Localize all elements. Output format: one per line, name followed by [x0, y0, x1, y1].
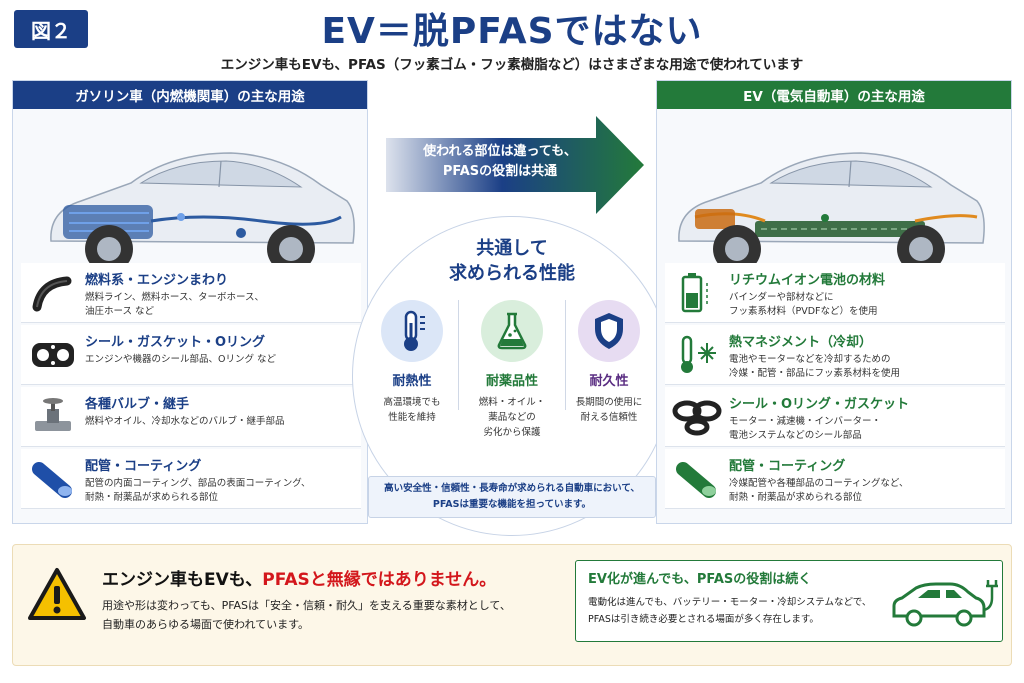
center-title-line: 共通して: [476, 238, 548, 259]
property-desc: 薬品などの: [488, 412, 536, 423]
usage-desc: 冷媒配管や各種部品のコーティングなど、: [729, 478, 909, 489]
usage-desc: エンジンや機器のシール部品、Oリング など: [85, 354, 276, 365]
property-desc: 劣化から保護: [483, 427, 541, 438]
usage-title: シール・ガスケット・Oリング: [85, 335, 266, 350]
list-item: シール・ガスケット・Oリング エンジンや機器のシール部品、Oリング など: [21, 325, 361, 385]
o-ring-icon: [672, 400, 722, 436]
list-item: 燃料系・エンジンまわり 燃料ライン、燃料ホース、ターボホース、 油圧ホース など: [21, 263, 361, 323]
figure-badge: 図２: [14, 10, 88, 48]
property-desc: 長期間の使用に: [575, 397, 643, 408]
usage-title: 配管・コーティング: [729, 459, 846, 474]
usage-desc: モーター・減速機・インバーター・: [729, 416, 882, 427]
list-item: 熱マネジメント（冷却） 電池やモーターなどを冷却するための 冷媒・配管・部品にフ…: [665, 325, 1005, 385]
list-item: 各種バルブ・継手 燃料やオイル、冷却水などのバルブ・継手部品: [21, 387, 361, 447]
arrow-label-line: PFASの役割は共通: [442, 164, 558, 179]
thermometer-snowflake-icon: [681, 335, 716, 373]
ev-role-box: [575, 560, 1003, 642]
list-item: シール・Oリング・ガスケット モーター・減速機・インバーター・ 電池システムなど…: [665, 387, 1005, 447]
usage-desc: 燃料ライン、燃料ホース、ターボホース、: [85, 292, 264, 303]
usage-desc: 冷媒・配管・部品にフッ素系材料を使用: [729, 368, 901, 379]
property-label: 耐薬品性: [485, 374, 538, 389]
hose-icon: [32, 276, 72, 312]
usage-title: 燃料系・エンジンまわり: [85, 273, 229, 288]
flask-icon: [497, 312, 527, 350]
arrow-icon: [386, 116, 644, 214]
center-title-line: 求められる性能: [449, 263, 575, 284]
usage-title: リチウムイオン電池の材料: [729, 273, 886, 288]
car-cutaway-icon: [31, 152, 355, 289]
ev-role-line: 電動化は進んでも、バッテリー・モーター・冷却システムなどで、: [588, 597, 872, 608]
gasoline-panel-title: ガソリン車（内燃機関車）の主な用途: [13, 81, 367, 109]
battery-icon: [681, 273, 708, 313]
usage-desc: 配管の内面コーティング、部品の表面コーティング、: [85, 478, 311, 489]
warning-icon: [28, 568, 86, 620]
conclusion-body: 用途や形は変わっても、PFASは「安全・信頼・耐久」を支える重要な素材として、 …: [102, 596, 511, 634]
list-item: 配管・コーティング 配管の内面コーティング、部品の表面コーティング、 耐熱・耐薬…: [21, 449, 361, 509]
property-label: 耐久性: [589, 374, 629, 389]
gasket-icon: [32, 343, 74, 367]
property-desc: 性能を維持: [388, 412, 436, 423]
pipe-icon: [32, 462, 72, 498]
usage-desc: バインダーや部材などに: [729, 292, 834, 303]
property-desc: 高温環境でも: [383, 397, 441, 408]
common-performance-title: 共通して 求められる性能: [400, 236, 624, 286]
gasoline-car-illustration: [21, 113, 361, 293]
pipe-icon: [676, 462, 716, 498]
ev-car-plug-icon: [892, 580, 998, 627]
conclusion-title-highlight: PFASと無縁ではありません。: [262, 570, 497, 590]
ev-role-line: PFASは引き続き必要とされる場面が多く存在します。: [588, 614, 819, 625]
property-durability: 耐久性 長期間の使用に 耐える信頼性: [562, 300, 656, 425]
usage-title: 各種バルブ・継手: [85, 397, 190, 412]
property-desc: 燃料・オイル・: [478, 397, 546, 408]
usage-desc: 油圧ホース など: [85, 306, 155, 317]
usage-desc: 電池やモーターなどを冷却するための: [729, 354, 891, 365]
usage-title: シール・Oリング・ガスケット: [729, 397, 910, 412]
shield-icon: [595, 313, 623, 349]
ev-panel: EV（電気自動車）の主な用途 リチウムイオン電池の材料 バインダーや部材などに …: [656, 80, 1012, 524]
gasoline-car-panel: ガソリン車（内燃機関車）の主な用途 燃料系・エンジンまわり 燃料ライン、燃料ホー…: [12, 80, 368, 524]
usage-desc: 耐熱・耐薬品が求められる部位: [85, 492, 219, 503]
usage-desc: 燃料やオイル、冷却水などのバルブ・継手部品: [85, 416, 285, 427]
property-desc: 耐える信頼性: [580, 412, 638, 423]
conclusion-line: 用途や形は変わっても、PFASは「安全・信頼・耐久」を支える重要な素材として、: [102, 599, 511, 612]
page-title: EV＝脱PFASではない: [321, 11, 703, 52]
conclusion-title-part: エンジン車もEVも、: [102, 570, 263, 590]
ev-panel-title: EV（電気自動車）の主な用途: [657, 81, 1011, 109]
valve-icon: [35, 398, 71, 431]
thermometer-icon: [404, 310, 425, 351]
center-note: 高い安全性・信頼性・長寿命が求められる自動車において、 PFASは重要な機能を担…: [368, 476, 656, 518]
list-item: リチウムイオン電池の材料 バインダーや部材などに フッ素系材料（PVDFなど）を…: [665, 263, 1005, 323]
usage-title: 熱マネジメント（冷却）: [729, 335, 873, 350]
conclusion-line: 自動車のあらゆる場面で使われています。: [102, 618, 310, 631]
usage-title: 配管・コーティング: [85, 459, 202, 474]
list-item: 配管・コーティング 冷媒配管や各種部品のコーティングなど、 耐熱・耐薬品が求めら…: [665, 449, 1005, 509]
center-note-line: 高い安全性・信頼性・長寿命が求められる自動車において、: [384, 483, 640, 494]
usage-desc: 電池システムなどのシール部品: [729, 430, 862, 441]
ev-role-body: 電動化は進んでも、バッテリー・モーター・冷却システムなどで、 PFASは引き続き…: [588, 594, 871, 628]
conclusion-title: エンジン車もEVも、PFASと無縁ではありません。: [102, 565, 496, 590]
divider: [458, 300, 459, 410]
property-chemical-resistance: 耐薬品性 燃料・オイル・ 薬品などの 劣化から保護: [465, 300, 559, 440]
usage-desc: 耐熱・耐薬品が求められる部位: [729, 492, 863, 503]
arrow-label: 使われる部位は違っても、 PFASの役割は共通: [400, 142, 600, 182]
property-label: 耐熱性: [392, 374, 432, 389]
arrow-label-line: 使われる部位は違っても、: [423, 144, 577, 159]
divider: [565, 300, 566, 410]
usage-desc: フッ素系材料（PVDFなど）を使用: [729, 306, 878, 317]
page-subtitle: エンジン車もEVも、PFAS（フッ素ゴム・フッ素樹脂など）はさまざまな用途で使わ…: [220, 57, 804, 73]
property-heat-resistance: 耐熱性 高温環境でも 性能を維持: [365, 300, 459, 425]
center-note-line: PFASは重要な機能を担っています。: [432, 499, 592, 510]
ev-role-title: EV化が進んでも、PFASの役割は続く: [588, 572, 812, 587]
